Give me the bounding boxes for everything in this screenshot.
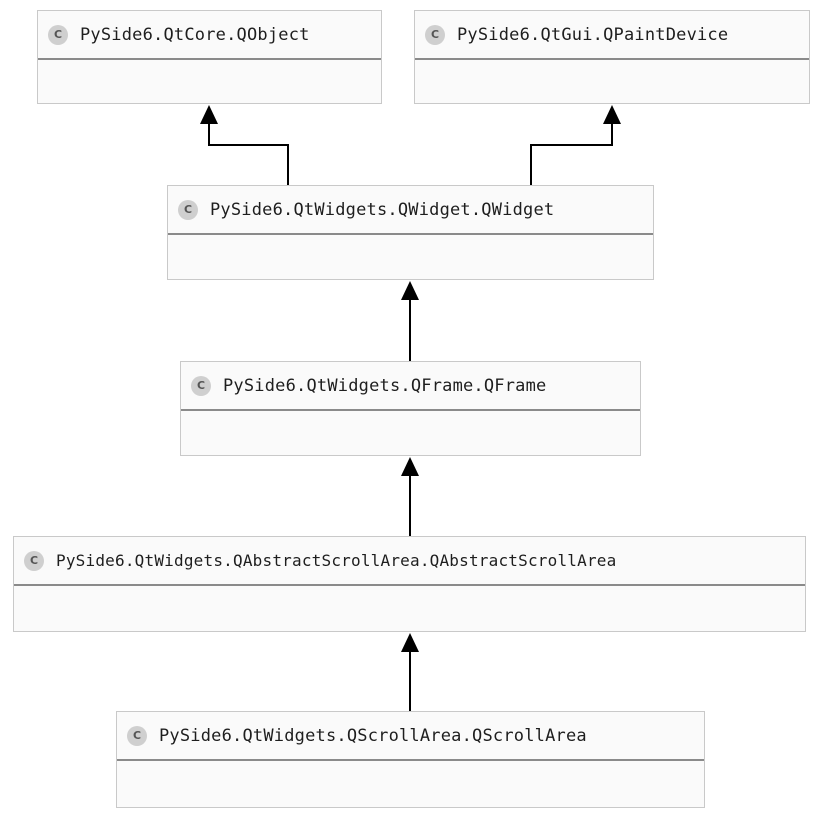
class-name: PySide6.QtWidgets.QScrollArea.QScrollAre…	[159, 725, 587, 746]
class-members	[38, 60, 381, 102]
class-name: PySide6.QtWidgets.QFrame.QFrame	[223, 375, 547, 396]
class-header: C PySide6.QtWidgets.QAbstractScrollArea.…	[14, 537, 805, 586]
class-c-icon: C	[191, 375, 211, 396]
class-name: PySide6.QtCore.QObject	[80, 24, 310, 45]
arrowhead-qabstractscrollarea	[401, 633, 419, 652]
class-name: PySide6.QtGui.QPaintDevice	[457, 24, 729, 45]
class-c-icon: C	[24, 550, 44, 571]
class-members	[117, 761, 704, 803]
class-c-icon: C	[425, 24, 445, 45]
class-members	[181, 411, 640, 453]
class-box-qwidget[interactable]: C PySide6.QtWidgets.QWidget.QWidget	[167, 185, 654, 280]
class-members	[168, 235, 653, 277]
class-members	[14, 586, 805, 628]
class-header: C PySide6.QtGui.QPaintDevice	[415, 11, 809, 60]
class-header: C PySide6.QtCore.QObject	[38, 11, 381, 60]
edge-qwidget-to-qpaintdevice	[530, 122, 613, 185]
edge-qwidget-to-qobject	[208, 122, 289, 185]
arrowhead-qwidget	[401, 281, 419, 300]
class-box-qobject[interactable]: C PySide6.QtCore.QObject	[37, 10, 382, 104]
class-members	[415, 60, 809, 102]
class-header: C PySide6.QtWidgets.QScrollArea.QScrollA…	[117, 712, 704, 761]
class-name: PySide6.QtWidgets.QAbstractScrollArea.QA…	[56, 551, 617, 570]
class-c-icon: C	[127, 725, 147, 746]
class-box-qscrollarea[interactable]: C PySide6.QtWidgets.QScrollArea.QScrollA…	[116, 711, 705, 808]
class-c-icon: C	[48, 24, 68, 45]
arrowhead-qframe	[401, 457, 419, 476]
class-header: C PySide6.QtWidgets.QFrame.QFrame	[181, 362, 640, 411]
class-header: C PySide6.QtWidgets.QWidget.QWidget	[168, 186, 653, 235]
class-box-qpaintdevice[interactable]: C PySide6.QtGui.QPaintDevice	[414, 10, 810, 104]
arrowhead-qobject	[200, 105, 218, 124]
class-box-qabstractscrollarea[interactable]: C PySide6.QtWidgets.QAbstractScrollArea.…	[13, 536, 806, 632]
class-box-qframe[interactable]: C PySide6.QtWidgets.QFrame.QFrame	[180, 361, 641, 456]
class-name: PySide6.QtWidgets.QWidget.QWidget	[210, 199, 555, 220]
class-c-icon: C	[178, 199, 198, 220]
arrowhead-qpaintdevice	[603, 105, 621, 124]
